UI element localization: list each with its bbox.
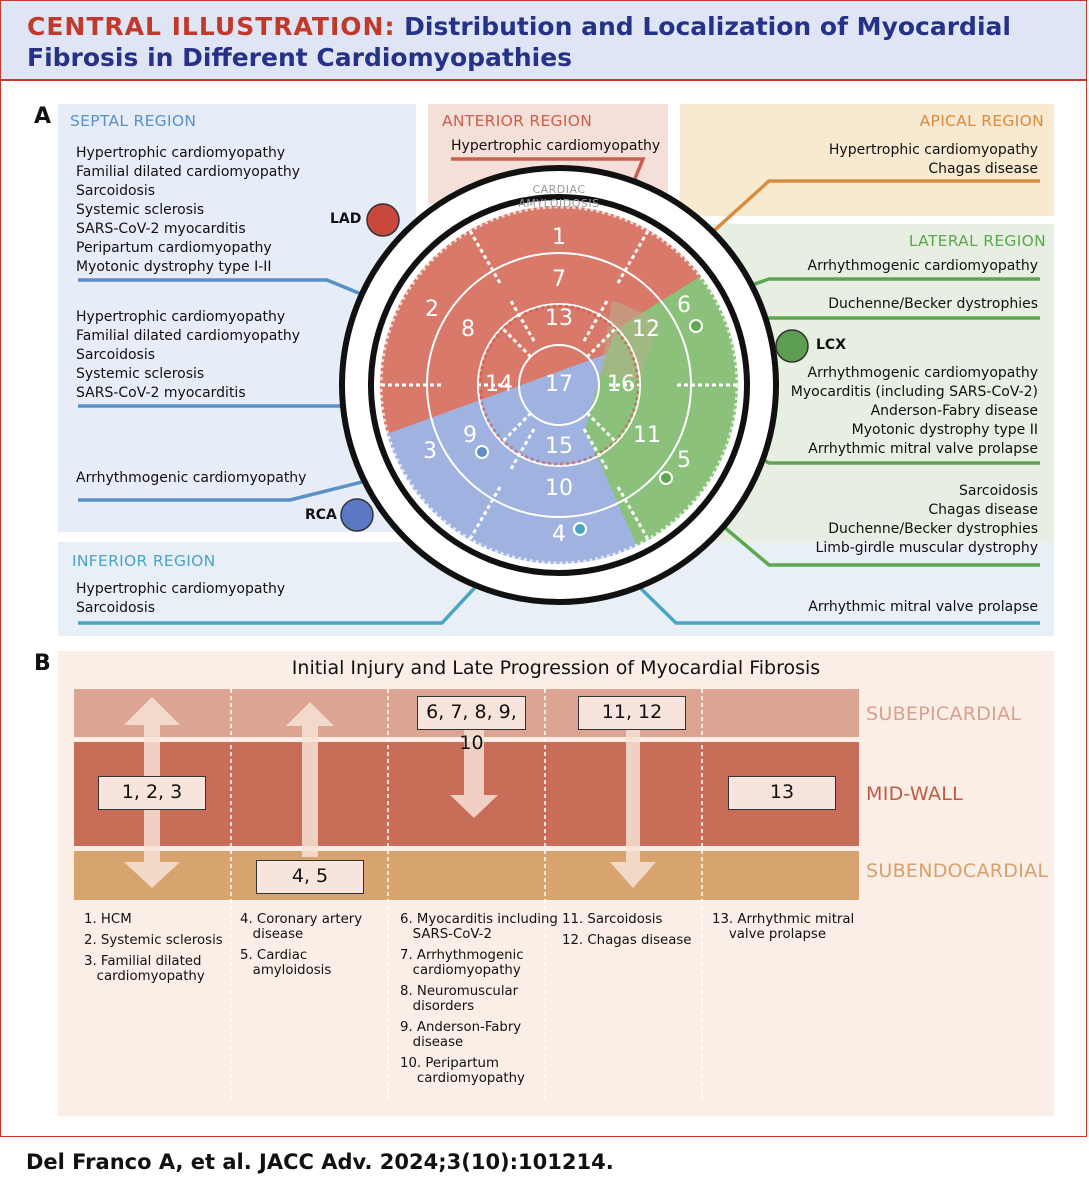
apical-region-box [680,104,1054,216]
segment-10: 10 [545,476,573,501]
segment-4: 4 [552,522,566,547]
lateral-region-label: LATERAL REGION [908,232,1046,250]
segment-numbers: 1 2 3 4 5 6 7 8 9 10 11 12 13 14 15 16 1… [423,225,691,547]
bullseye-plot: 1 2 3 4 5 6 7 8 9 10 11 12 13 14 15 16 1… [339,165,779,605]
lateral-list-2: Duchenne/Becker dystrophies [828,296,1038,312]
septal-list-1: Hypertrophic cardiomyopathy Familial dil… [76,145,300,275]
anterior-region-label: ANTERIOR REGION [442,112,593,130]
ring-label-line2: AMYLOIDOSIS [518,197,599,210]
midwall-label: MID-WALL [866,783,964,805]
arrow-col4 [610,730,656,888]
lad-badge [366,203,400,237]
anterior-list: Hypertrophic cardiomyopathy [451,138,661,154]
illustration-frame [0,0,1087,1137]
panel-a-letter: A [34,104,52,129]
segment-1: 1 [552,225,566,250]
lcx-label: LCX [816,337,846,353]
box-11-12: 11, 12 [578,696,686,730]
segment-14: 14 [485,372,513,397]
inferior-region-label: INFERIOR REGION [72,552,216,570]
lateral-list-4: Sarcoidosis Chagas disease Duchenne/Beck… [815,483,1038,556]
header: CENTRAL ILLUSTRATION: Distribution and L… [1,1,1086,81]
septal-region-label: SEPTAL REGION [70,112,197,130]
septal-list-2: Hypertrophic cardiomyopathy Familial dil… [76,309,300,401]
lateral-list-1: Arrhythmogenic cardiomyopathy [807,258,1038,274]
apex-ring-border [518,344,600,426]
segment-dividers [379,228,739,542]
segment-6: 6 [677,293,691,318]
segment-2: 2 [425,297,439,322]
apical-list: Hypertrophic cardiomyopathy Chagas disea… [828,142,1038,177]
box-1-2-3: 1, 2, 3 [98,776,206,810]
lcx-badge [775,329,809,363]
segment-17: 17 [545,372,573,397]
column-dividers [230,689,703,1100]
box-6-10: 6, 7, 8, 9, 10 [417,696,526,754]
subendocardial-label: SUBENDOCARDIAL [866,860,1049,882]
subepicardial-label: SUBEPICARDIAL [866,703,1022,725]
subendocardial-strip [74,851,859,900]
connector-dots [475,319,703,536]
segment-15: 15 [545,434,573,459]
inferior-list-right: Arrhythmic mitral valve prolapse [808,599,1038,615]
segment-3: 3 [423,439,437,464]
box-13: 13 [728,776,836,810]
region-fill-apical-blend [600,300,660,380]
rca-badge [340,498,374,532]
segment-13: 13 [545,306,573,331]
segment-11: 11 [633,423,661,448]
panel-b-letter: B [34,651,51,676]
legend-col-5: 13. Arrhythmic mitral valve prolapse [712,912,855,942]
segment-12: 12 [632,317,660,342]
segment-7: 7 [552,267,566,292]
arrow-col3 [450,728,498,818]
region-fill-septal [379,205,739,440]
segment-9: 9 [463,423,477,448]
basal-ring-border [378,204,740,566]
panel-b-title: Initial Injury and Late Progression of M… [291,657,821,679]
septal-list-3: Arrhythmogenic cardiomyopathy [76,470,307,486]
citation: Del Franco A, et al. JACC Adv. 2024;3(10… [26,1150,614,1174]
page-title: CENTRAL ILLUSTRATION: Distribution and L… [27,12,1011,72]
box-4-5: 4, 5 [256,860,364,894]
ring-label-line1: CARDIAC [532,183,585,196]
rca-label: RCA [305,507,337,523]
segment-5: 5 [677,448,691,473]
segment-8: 8 [461,317,475,342]
lad-label: LAD [330,211,362,227]
apical-region-label: APICAL REGION [919,112,1044,130]
lateral-list-3: Arrhythmogenic cardiomyopathy Myocarditi… [790,365,1038,457]
segment-16: 16 [607,372,635,397]
inferior-list-left: Hypertrophic cardiomyopathy Sarcoidosis [76,581,286,616]
arrow-col2 [286,702,334,857]
